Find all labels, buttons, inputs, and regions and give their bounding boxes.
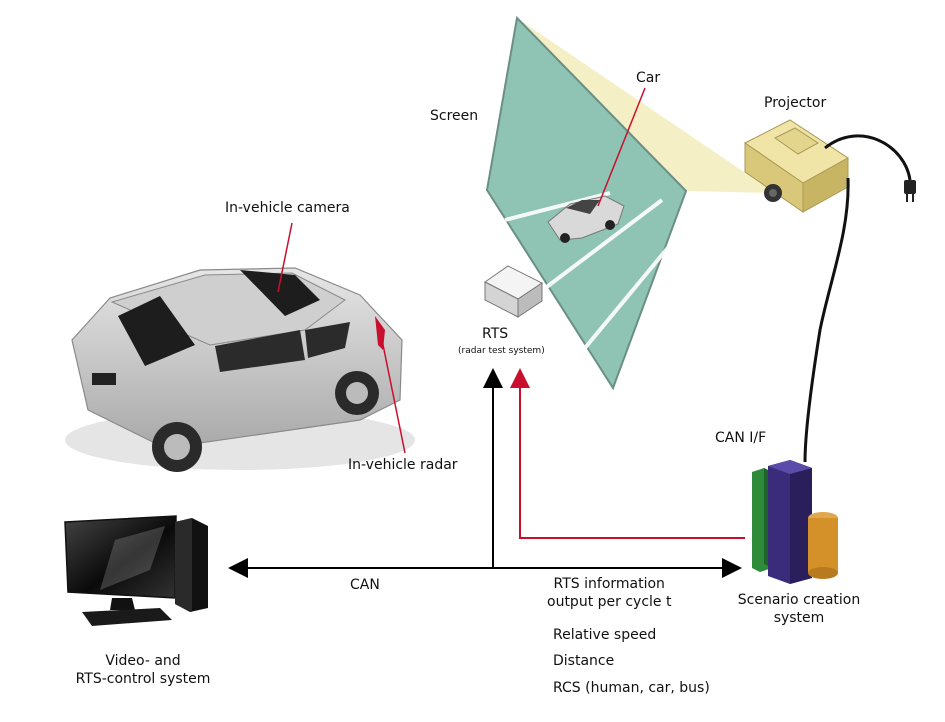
power-plug-icon [904, 180, 916, 202]
projector-icon [744, 119, 849, 213]
vehicle-icon [65, 267, 415, 472]
scenario-label: Scenario creation system [714, 592, 884, 627]
camera-label: In-vehicle camera [225, 200, 350, 216]
screen-car-icon [547, 195, 625, 243]
scenario-line-2: system [773, 609, 825, 626]
video-control-label: Video- and RTS-control system [48, 653, 238, 688]
projector-label: Projector [764, 95, 827, 111]
bar-blocks-icon [752, 460, 838, 584]
rts-box-icon [484, 265, 543, 318]
screen-label: Screen [430, 108, 479, 124]
car-label: Car [636, 70, 661, 86]
scenario-line-1: Scenario creation [737, 592, 861, 608]
projector-signal-cable [803, 177, 850, 463]
video-line-1: Video- and [105, 653, 181, 669]
rts-info-label: RTS information output per cycle t [547, 576, 671, 611]
radar-label: In-vehicle radar [348, 457, 458, 473]
rcs-label: RCS (human, car, bus) [553, 680, 710, 696]
can-if-label: CAN I/F [715, 430, 767, 446]
scenario-to-rts-arrow [510, 368, 745, 539]
distance-label: Distance [553, 653, 615, 669]
rts-label: RTS [482, 326, 509, 342]
camera-leader-line [277, 222, 293, 293]
radar-leader-line [379, 329, 406, 454]
rts-info-line-2: output per cycle t [547, 593, 672, 610]
can-label: CAN [350, 577, 380, 593]
projector-power-cable [824, 134, 912, 181]
computer-monitor-icon [64, 515, 208, 626]
road-lines [504, 191, 678, 362]
rts-sub-label: (radar test system) [458, 346, 545, 356]
rts-info-line-1: RTS information [553, 576, 665, 592]
relative-speed-label: Relative speed [553, 627, 657, 643]
car-leader-line [597, 87, 646, 207]
video-line-2: RTS-control system [75, 670, 211, 687]
